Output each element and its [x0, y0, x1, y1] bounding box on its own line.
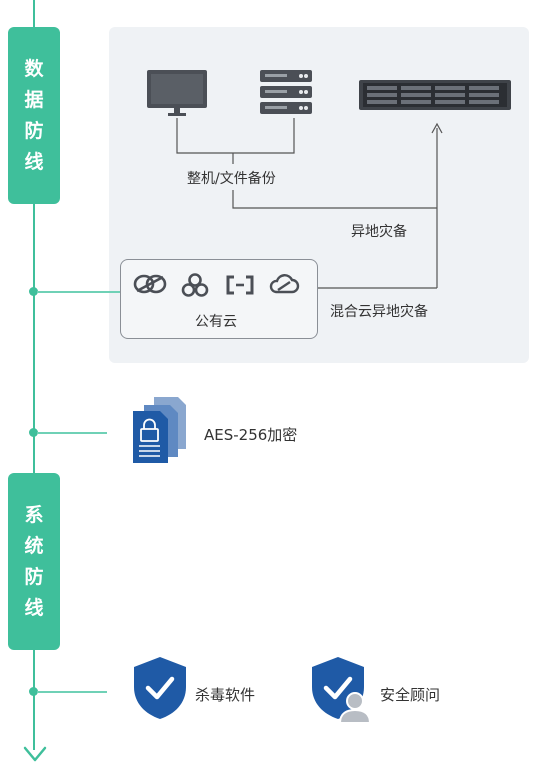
public-cloud-box	[120, 259, 318, 339]
pill-char: 据	[24, 88, 44, 111]
pill-char: 统	[24, 534, 44, 557]
consultant-label: 安全顾问	[380, 686, 441, 704]
cloud-provider-icon	[181, 273, 209, 297]
pill-char: 线	[24, 150, 44, 173]
pill-char: 系	[24, 503, 44, 526]
timeline-dot	[29, 687, 38, 696]
nas-storage-icon	[359, 80, 511, 110]
document-lock-icon	[133, 397, 186, 463]
arrow-down-icon	[23, 746, 47, 762]
connector-line	[37, 432, 107, 434]
shield-check-icon	[134, 657, 186, 719]
pill-char: 防	[24, 565, 44, 588]
monitor-icon	[147, 70, 207, 116]
backup-label: 整机/文件备份	[187, 171, 276, 187]
timeline-line-top	[33, 0, 35, 30]
connector-line	[37, 291, 120, 293]
pill-char: 线	[24, 596, 44, 619]
system-defense-pill: 系 统 防 线	[8, 473, 60, 650]
pill-char: 防	[24, 119, 44, 142]
offsite-label: 异地灾备	[351, 224, 407, 240]
pill-char: 数	[24, 57, 44, 80]
cloud-provider-icon	[133, 274, 167, 294]
shield-user-icon	[312, 657, 372, 723]
cloud-provider-icon	[269, 274, 300, 294]
server-rack-icon	[260, 70, 312, 114]
timeline-dot	[29, 428, 38, 437]
data-defense-pill: 数 据 防 线	[8, 27, 60, 204]
public-cloud-label: 公有云	[195, 314, 237, 330]
cloud-provider-icon	[226, 275, 254, 295]
connector-line	[37, 691, 107, 693]
timeline-dot	[29, 287, 38, 296]
encryption-label: AES-256加密	[204, 426, 298, 444]
antivirus-label: 杀毒软件	[195, 686, 256, 704]
hybrid-cloud-label: 混合云异地灾备	[330, 304, 428, 320]
